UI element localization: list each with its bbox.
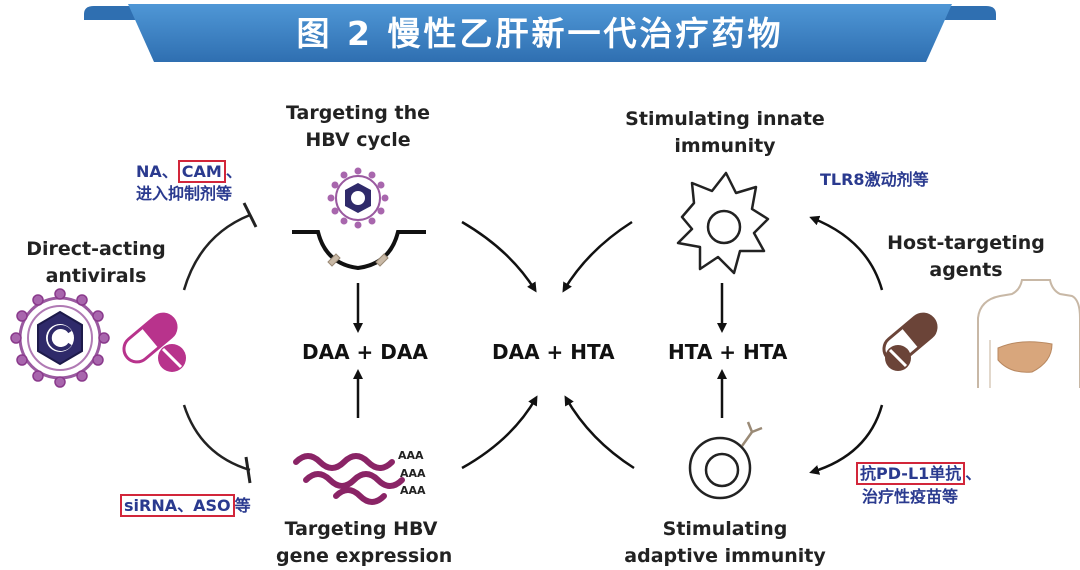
label-targeting-cycle: Targeting the HBV cycle xyxy=(286,100,430,154)
annotation-entry-inhibitors: 进入抑制剂等 xyxy=(136,184,233,203)
rna-tail-3: AAA xyxy=(400,484,426,497)
arrow-hta-to-innate xyxy=(809,215,884,291)
label-line: Direct-acting xyxy=(26,238,166,260)
label-adaptive-immunity: Stimulating adaptive immunity xyxy=(620,516,830,570)
label-line: Stimulating innate xyxy=(625,108,825,130)
label-line: adaptive immunity xyxy=(624,545,826,567)
label-line: antivirals xyxy=(45,265,147,287)
tablet-icon xyxy=(158,344,186,372)
dendritic-cell-icon xyxy=(676,171,770,275)
label-line: gene expression xyxy=(276,545,453,567)
label-host-targeting-agents: Host-targeting agents xyxy=(886,230,1046,284)
annotation-separator: 、 xyxy=(965,464,982,483)
title-banner xyxy=(84,4,996,62)
label-targeting-expression: Targeting HBV gene expression xyxy=(276,516,453,570)
annotation-separator: 、 xyxy=(225,162,242,181)
hbv-small-icon xyxy=(327,167,389,229)
annotation-pdl1: 抗PD-L1单抗、 xyxy=(856,462,982,485)
annotation-na: NA、 xyxy=(136,162,178,181)
mrna-strand-icon xyxy=(293,453,405,505)
label-line: Host-targeting xyxy=(887,232,1045,254)
human-torso-liver-icon xyxy=(977,279,1080,388)
cell-membrane xyxy=(292,230,426,271)
arrow-hta-to-adaptive xyxy=(809,404,884,475)
annotation-na-cam: NA、CAM、 xyxy=(136,160,242,183)
page-title: 图 2 慢性乙肝新一代治疗药物 xyxy=(296,14,784,53)
highlight-cam: CAM xyxy=(177,160,226,183)
inhibit-arc-bottom xyxy=(182,404,251,472)
label-innate-immunity: Stimulating innate immunity xyxy=(620,106,830,160)
label-line: agents xyxy=(929,259,1003,281)
arrow-adaptive-to-center xyxy=(564,395,635,470)
arrow-innate-to-center xyxy=(562,220,633,293)
combo-daa-hta: DAA + HTA xyxy=(492,340,615,364)
highlight-sirna-aso: siRNA、ASO xyxy=(120,494,235,517)
label-direct-acting-antivirals: Direct-acting antivirals xyxy=(16,236,176,290)
rna-tail-1: AAA xyxy=(398,449,424,462)
label-line: HBV cycle xyxy=(305,129,411,151)
combo-hta-hta: HTA + HTA xyxy=(668,340,788,364)
annotation-suffix: 等 xyxy=(234,496,251,515)
combo-daa-daa: DAA + DAA xyxy=(302,340,428,364)
label-line: Targeting the xyxy=(286,102,431,124)
capsule-pill-icon xyxy=(122,312,178,364)
lymphocyte-icon xyxy=(688,421,763,500)
inhibit-arc-top xyxy=(182,213,251,291)
receptor-icons xyxy=(327,253,389,267)
tablet-brown-icon xyxy=(885,345,911,371)
label-line: Stimulating xyxy=(662,518,788,540)
arrow-expression-to-center xyxy=(461,395,538,470)
highlight-pdl1: 抗PD-L1单抗 xyxy=(856,462,966,485)
inhibit-bar-top xyxy=(242,202,258,228)
annotation-vaccine: 治疗性疫苗等 xyxy=(862,487,959,506)
annotation-tlr8: TLR8激动剂等 xyxy=(820,170,929,189)
inhibit-bar-bottom xyxy=(244,456,252,484)
label-line: immunity xyxy=(674,135,776,157)
label-line: Targeting HBV xyxy=(284,518,438,540)
hbv-virus-icon xyxy=(10,288,110,388)
rna-tail-2: AAA xyxy=(400,467,426,480)
arrow-cycle-to-center xyxy=(461,220,537,293)
